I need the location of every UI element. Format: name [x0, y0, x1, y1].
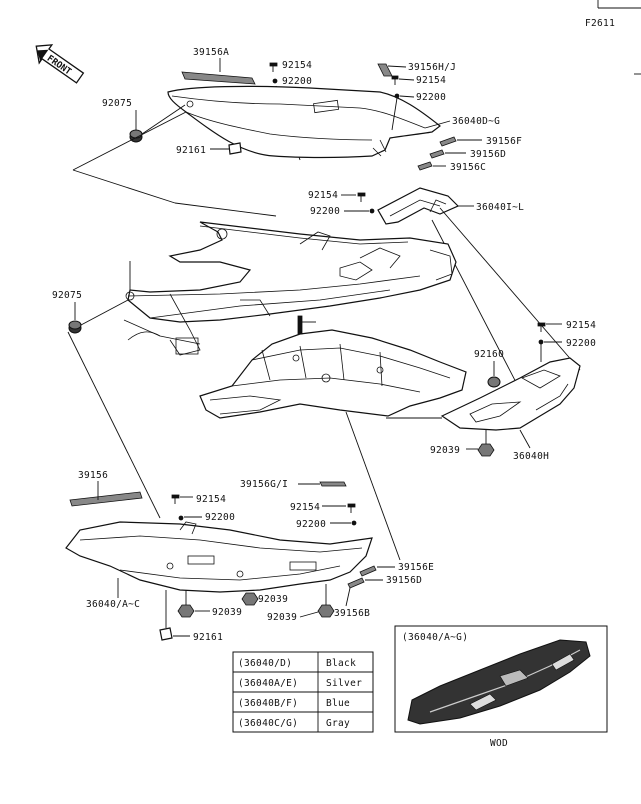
label-92161-lo: 92161 — [193, 632, 223, 643]
inset-box: (36040/A~G) — [394, 625, 608, 733]
screw-92154-lo — [171, 494, 180, 504]
color-code-0: (36040/D) — [238, 658, 292, 669]
label-39156A: 39156A — [193, 47, 229, 58]
color-name-2: Blue — [326, 698, 350, 709]
collar-92200-r — [538, 339, 544, 345]
color-code-1: (36040A/E) — [238, 678, 298, 689]
rear-frame — [123, 221, 457, 356]
collar-92200-tr — [394, 93, 400, 99]
collar-92200-mid — [369, 208, 375, 214]
label-92154-mid: 92154 — [308, 190, 338, 201]
label-36040H: 36040H — [513, 451, 549, 462]
lower-side-cover — [65, 521, 373, 593]
label-92160: 92160 — [474, 349, 504, 360]
screw-92154-top — [269, 62, 278, 72]
strip-39156 — [69, 491, 143, 507]
color-name-1: Silver — [326, 678, 362, 689]
grommet-92075-mid — [68, 320, 82, 334]
label-36040DG: 36040D~G — [452, 116, 500, 127]
nut-92039-r — [477, 443, 495, 457]
grommet-92160 — [487, 376, 501, 388]
label-39156D-lo: 39156D — [386, 575, 422, 586]
label-92200-tr: 92200 — [416, 92, 446, 103]
nut-92039-lo1 — [177, 604, 195, 618]
label-92161-top: 92161 — [176, 145, 206, 156]
label-92200-lo2: 92200 — [296, 519, 326, 530]
label-39156E: 39156E — [398, 562, 434, 573]
color-code-2: (36040B/F) — [238, 698, 298, 709]
collar-92200-lo — [178, 515, 184, 521]
screw-92154-mid — [357, 192, 366, 202]
screw-92154-tr — [391, 75, 399, 85]
nut-92039-lo3 — [317, 604, 335, 618]
label-92039-lo2: 92039 — [258, 594, 288, 605]
upper-seat-cover — [167, 85, 441, 159]
strip-39156D-top — [429, 149, 445, 159]
strip-39156C — [417, 161, 433, 171]
collar-92200-top — [272, 78, 278, 84]
label-92200-lo: 92200 — [205, 512, 235, 523]
nut-92039-lo2 — [241, 592, 259, 606]
label-39156D-top: 39156D — [470, 149, 506, 160]
front-arrow-icon: FRONT — [35, 44, 85, 84]
strip-39156A — [181, 71, 256, 85]
strip-39156E — [359, 565, 377, 577]
label-92039-lo3: 92039 — [267, 612, 297, 623]
label-39156C: 39156C — [450, 162, 486, 173]
inset-title: (36040/A~G) — [402, 632, 468, 643]
label-92075-mid: 92075 — [52, 290, 82, 301]
label-39156B: 39156B — [334, 608, 370, 619]
clip-92161-lo — [159, 627, 173, 641]
collar-92200-lo2 — [351, 520, 357, 526]
label-92154-r: 92154 — [566, 320, 596, 331]
label-92200-top: 92200 — [282, 76, 312, 87]
label-39156GI: 39156G/I — [240, 479, 288, 490]
inset-caption: WOD — [490, 738, 508, 749]
screw-92154-lo2 — [347, 503, 356, 513]
label-39156HJ: 39156H/J — [408, 62, 456, 73]
rear-fender — [199, 315, 467, 419]
label-92154-lo: 92154 — [196, 494, 226, 505]
label-92154-tr: 92154 — [416, 75, 446, 86]
label-92075-top: 92075 — [102, 98, 132, 109]
screw-92154-r — [537, 322, 546, 332]
label-39156: 39156 — [78, 470, 108, 481]
label-92200-r: 92200 — [566, 338, 596, 349]
label-92154-top: 92154 — [282, 60, 312, 71]
label-92039-r: 92039 — [430, 445, 460, 456]
label-92039-lo1: 92039 — [212, 607, 242, 618]
color-name-3: Gray — [326, 718, 350, 729]
color-code-3: (36040C/G) — [238, 718, 298, 729]
strip-39156D-lo — [347, 577, 365, 589]
tail-cowl-36040H — [440, 357, 581, 431]
figure-code: F2611 — [585, 18, 615, 29]
label-39156F: 39156F — [486, 136, 522, 147]
label-36040AC: 36040/A~C — [86, 599, 140, 610]
color-name-0: Black — [326, 658, 356, 669]
clip-92161-top — [228, 142, 242, 155]
inset-side-cover — [407, 639, 591, 725]
label-92154-lo2: 92154 — [290, 502, 320, 513]
label-36040IL: 36040I~L — [476, 202, 524, 213]
strip-39156GI — [319, 481, 347, 487]
color-table: (36040/D) Black (36040A/E) Silver (36040… — [232, 651, 374, 733]
label-92200-mid: 92200 — [310, 206, 340, 217]
corner-marks — [597, 0, 641, 75]
strip-39156F — [439, 136, 457, 147]
tail-piece-36040IL — [377, 187, 460, 225]
